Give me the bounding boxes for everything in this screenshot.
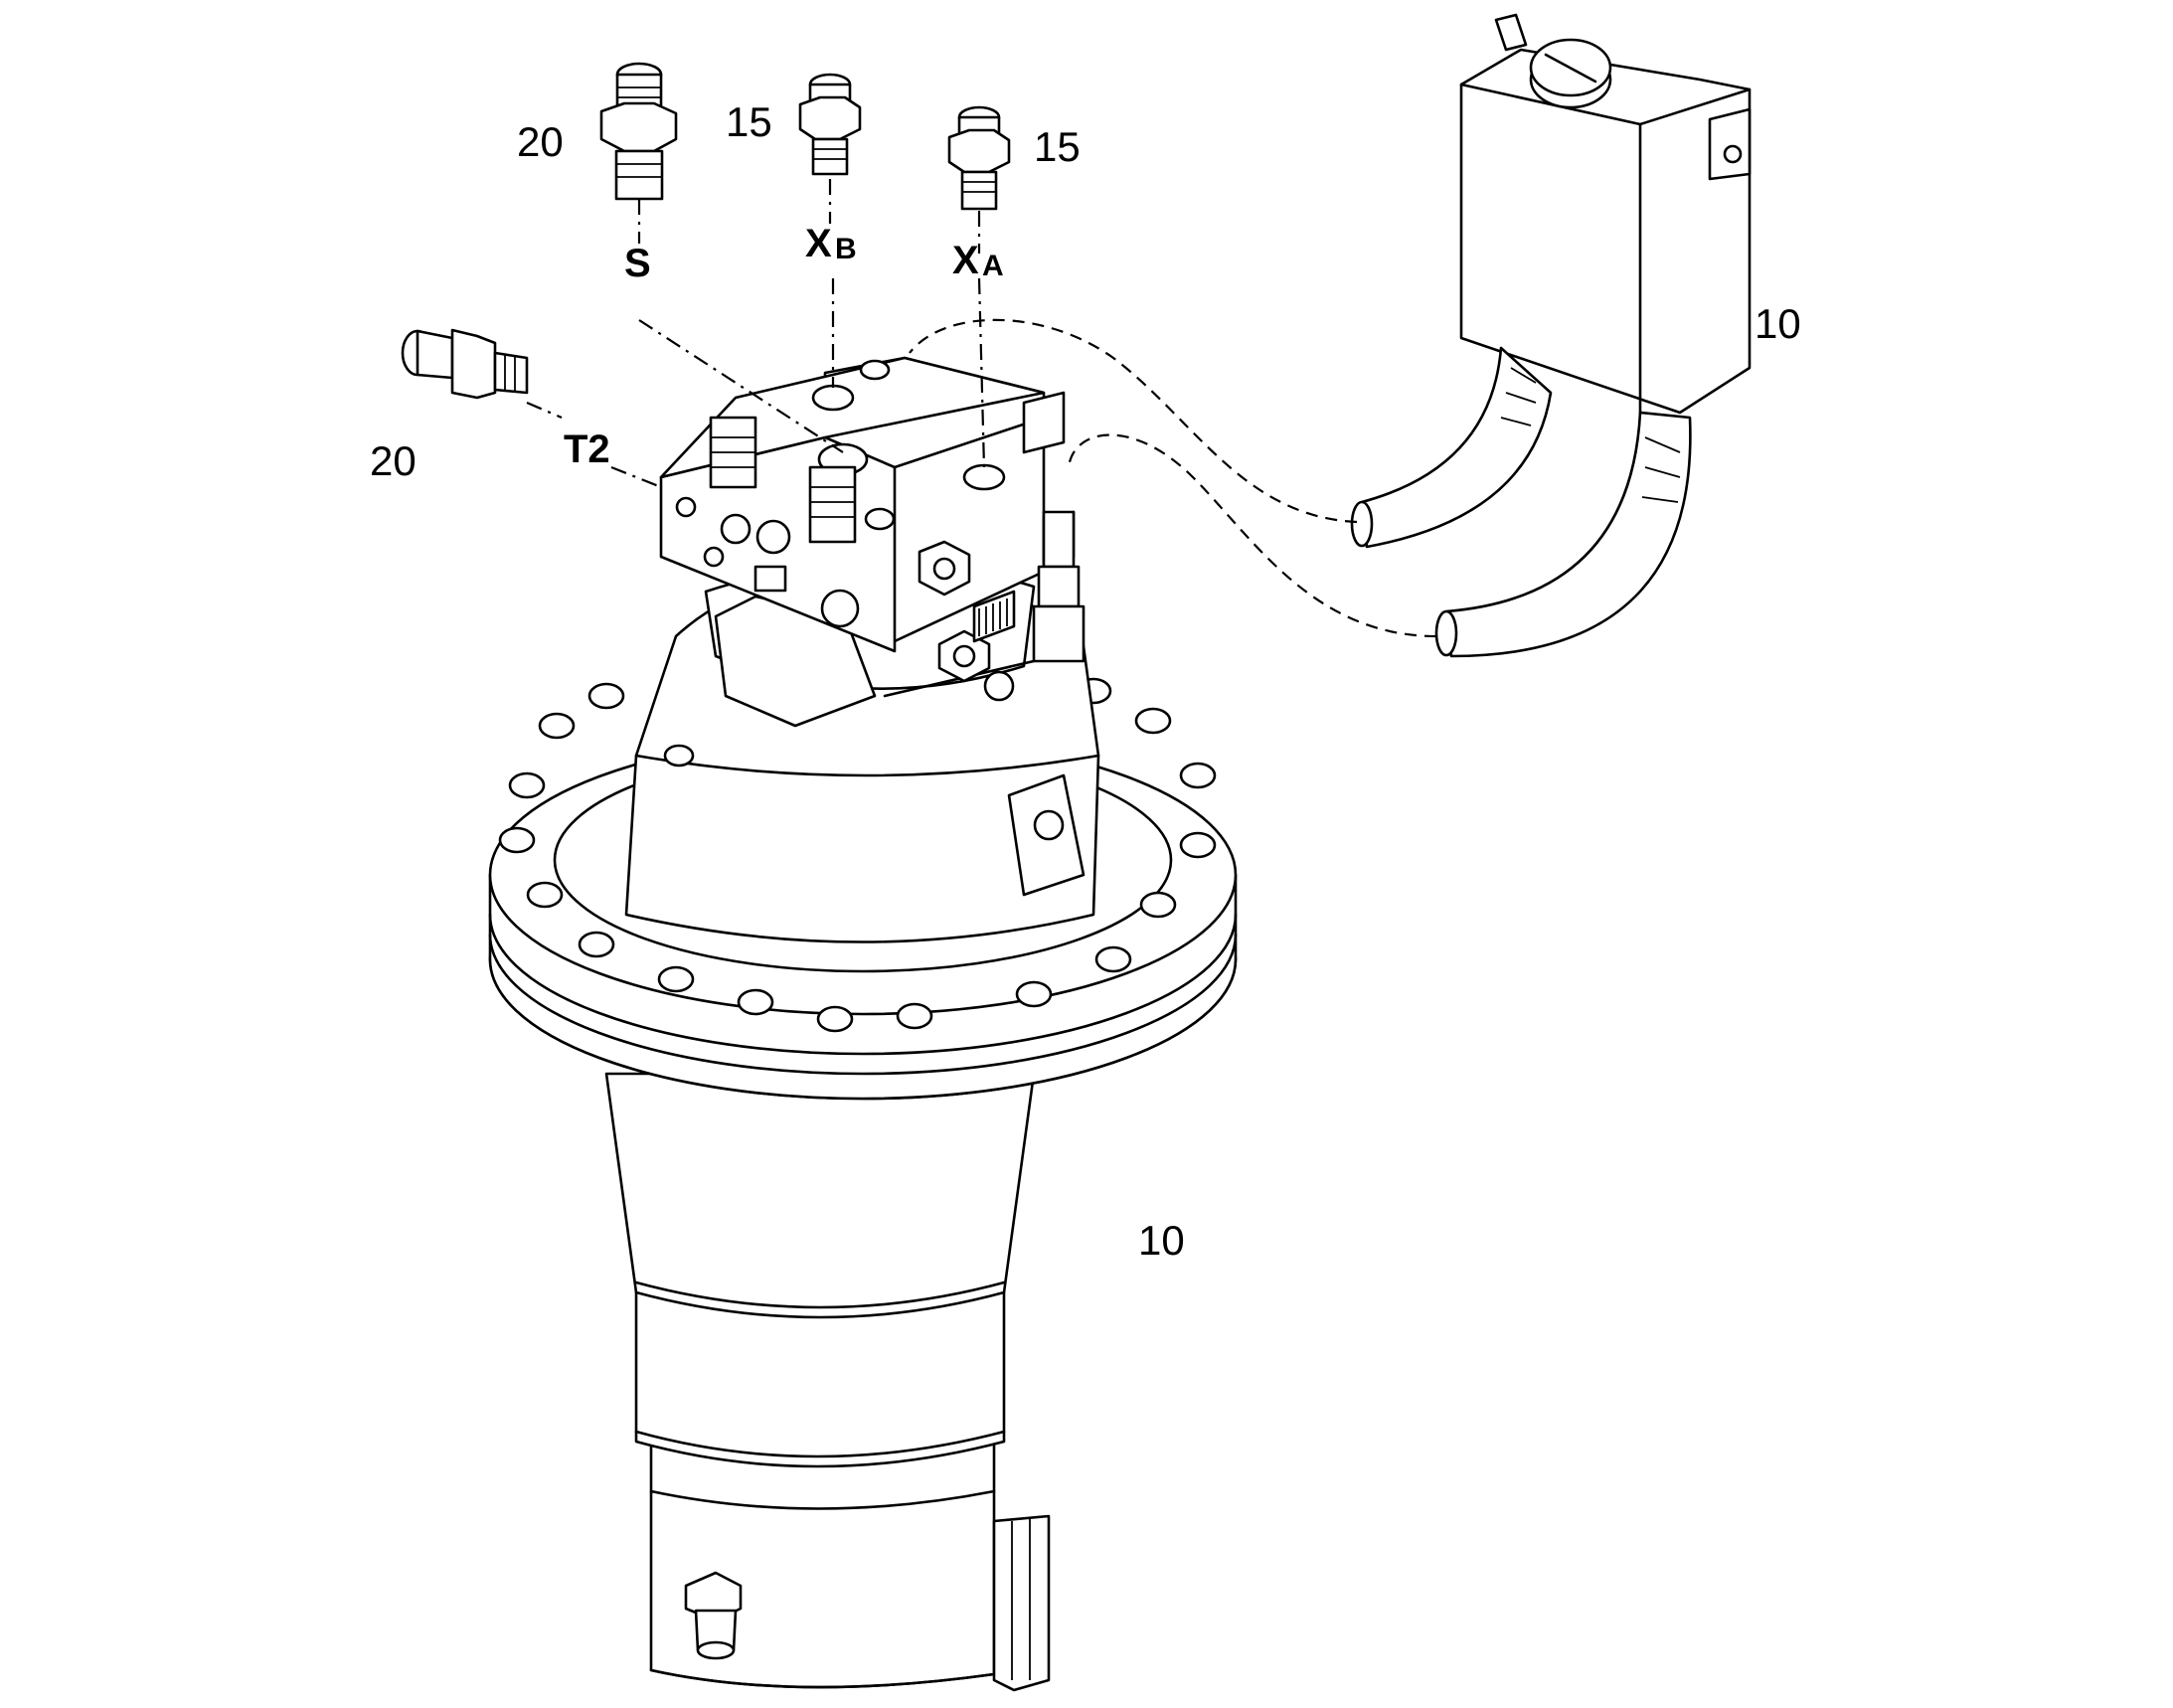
flange-bolt-holes <box>498 677 1217 1033</box>
valve-block <box>659 356 1086 702</box>
control-unit <box>1459 13 1752 415</box>
callout-10-control: 10 <box>1755 300 1801 347</box>
pressure-sensor-icon <box>1032 510 1086 663</box>
port-label-xb-sub: B <box>835 233 857 265</box>
cap-plug-icon <box>684 1571 743 1660</box>
port-label-xa-sub: A <box>982 250 1004 282</box>
travel-motor-body <box>488 561 1238 1692</box>
fitting-xb-icon <box>798 73 862 176</box>
callout-15-xb: 15 <box>726 98 772 145</box>
port-label-s: S <box>624 242 651 285</box>
callout-10-motor: 10 <box>1138 1217 1185 1264</box>
valve-spring-icon <box>709 416 757 489</box>
callout-20-side: 20 <box>370 437 417 484</box>
port-label-xb: X <box>805 222 832 265</box>
plug-side-icon <box>401 328 529 400</box>
knob-icon <box>1529 38 1612 109</box>
cable-hose <box>1350 346 1692 658</box>
fitting-xa-icon <box>947 105 1011 211</box>
valve-spring-icon <box>808 465 857 544</box>
plug-top-icon <box>599 62 678 201</box>
port-label-t2: T2 <box>564 427 610 471</box>
callout-15-xa: 15 <box>1034 123 1081 170</box>
port-label-xa: X <box>952 239 979 282</box>
callout-20-top: 20 <box>517 118 564 165</box>
